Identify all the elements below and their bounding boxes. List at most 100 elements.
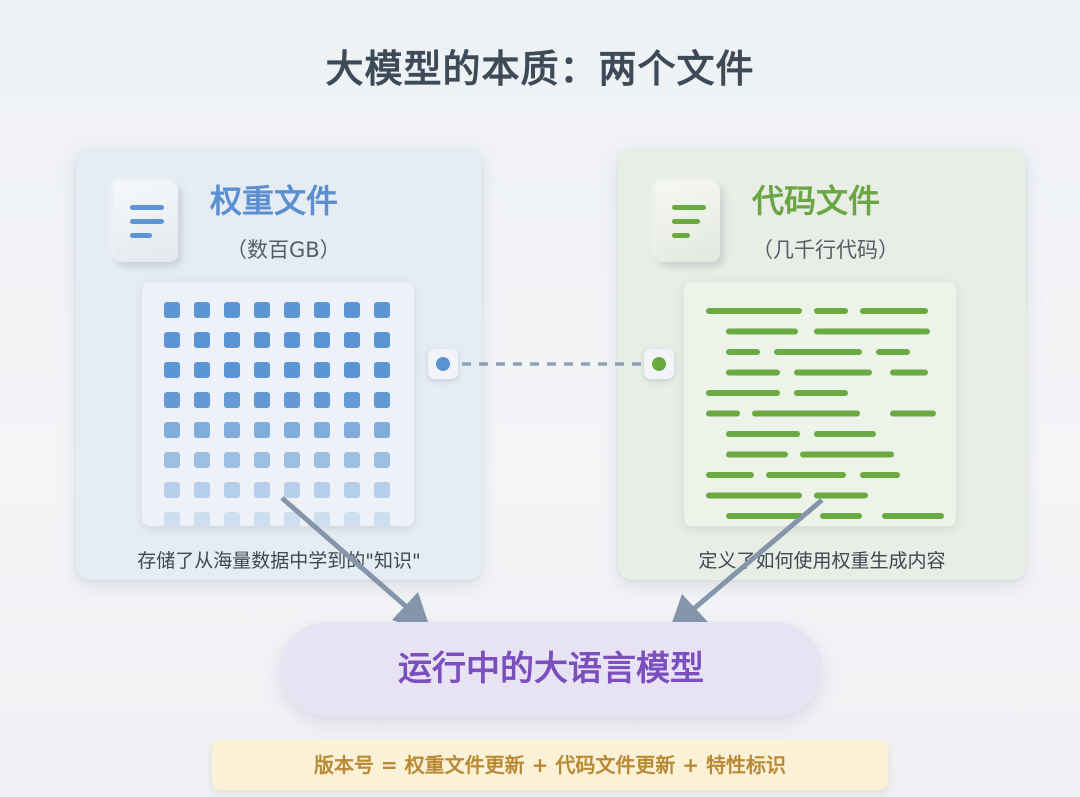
code-line xyxy=(860,472,900,478)
code-line xyxy=(726,369,780,376)
weight-cell xyxy=(284,512,300,526)
code-line xyxy=(726,451,788,458)
weights-file-caption: 存储了从海量数据中学到的"知识" xyxy=(137,550,421,572)
code-lines-panel xyxy=(684,282,956,526)
weight-cell xyxy=(194,362,210,378)
weight-cell xyxy=(314,512,330,526)
weight-cell xyxy=(284,392,300,408)
weight-cell xyxy=(164,422,180,438)
weight-cell xyxy=(164,302,180,318)
weight-cell xyxy=(254,392,270,408)
weight-cell xyxy=(254,482,270,498)
code-line xyxy=(860,308,928,314)
weight-cell xyxy=(194,302,210,318)
code-line xyxy=(794,369,872,376)
code-line xyxy=(814,492,868,499)
weight-cell xyxy=(344,512,360,526)
weight-cell xyxy=(284,332,300,348)
weight-cell xyxy=(254,512,270,526)
code-line xyxy=(766,472,846,478)
weight-cell xyxy=(374,302,390,318)
page-title: 大模型的本质：两个文件 xyxy=(325,47,755,91)
weight-cell xyxy=(374,392,390,408)
weight-cell xyxy=(254,362,270,378)
code-line xyxy=(726,328,798,335)
weight-cell xyxy=(224,512,240,526)
code-line xyxy=(820,513,862,519)
weight-cell xyxy=(194,332,210,348)
document-lines-icon xyxy=(656,182,720,262)
weight-cell xyxy=(284,452,300,468)
code-line xyxy=(726,349,760,355)
code-file-caption: 定义了如何使用权重生成内容 xyxy=(698,550,946,572)
weight-cell xyxy=(284,422,300,438)
weight-cell xyxy=(164,482,180,498)
weight-cell xyxy=(194,422,210,438)
weight-cell xyxy=(224,302,240,318)
weight-cell xyxy=(224,392,240,408)
code-line xyxy=(726,513,804,519)
weight-cell xyxy=(344,452,360,468)
weights-file-subtitle: （数百GB） xyxy=(226,238,341,262)
code-line xyxy=(706,472,754,478)
code-line xyxy=(876,349,910,355)
code-line xyxy=(814,328,930,335)
weight-cell xyxy=(314,392,330,408)
weight-cell xyxy=(164,512,180,526)
weight-cell xyxy=(284,302,300,318)
weight-cell xyxy=(374,332,390,348)
weight-cell xyxy=(344,332,360,348)
code-line xyxy=(890,410,936,417)
weight-cell xyxy=(194,512,210,526)
weight-cell xyxy=(374,362,390,378)
document-lines-icon xyxy=(114,182,178,262)
weight-cell xyxy=(374,452,390,468)
code-file-subtitle: （几千行代码） xyxy=(752,238,899,262)
weight-cell xyxy=(344,362,360,378)
weight-cell xyxy=(284,362,300,378)
weights-matrix xyxy=(142,282,414,526)
code-file-card: 代码文件 （几千行代码） 定义了如何使用权重生成内容 xyxy=(618,148,1026,580)
code-lines xyxy=(706,308,944,519)
code-line xyxy=(814,308,848,314)
weight-cell xyxy=(284,482,300,498)
weight-cell xyxy=(194,452,210,468)
weights-file-title: 权重文件 xyxy=(210,182,339,220)
weight-cell xyxy=(374,512,390,526)
code-line xyxy=(726,431,800,437)
weight-cell xyxy=(224,332,240,348)
weight-cell xyxy=(224,452,240,468)
code-line xyxy=(774,349,862,355)
weight-cell xyxy=(254,332,270,348)
weight-cell xyxy=(314,332,330,348)
weight-cell xyxy=(314,422,330,438)
weight-cell xyxy=(344,392,360,408)
connector-right-dot xyxy=(644,349,674,379)
weight-cell xyxy=(224,422,240,438)
weight-cell xyxy=(314,452,330,468)
weight-cell xyxy=(224,362,240,378)
weight-cell xyxy=(194,392,210,408)
weight-cell xyxy=(194,482,210,498)
connector-left-dot xyxy=(428,349,458,379)
weight-cell xyxy=(254,302,270,318)
weight-cell xyxy=(254,422,270,438)
weight-cell xyxy=(164,452,180,468)
code-line xyxy=(890,369,928,376)
code-line xyxy=(706,492,802,499)
version-formula: 版本号 = 权重文件更新 + 代码文件更新 + 特性标识 xyxy=(212,740,888,790)
weight-cell xyxy=(164,362,180,378)
weight-cell xyxy=(254,452,270,468)
code-line xyxy=(794,390,848,396)
weight-cell xyxy=(314,362,330,378)
weight-cell xyxy=(164,332,180,348)
code-line xyxy=(752,410,860,417)
code-line xyxy=(706,308,802,314)
weight-cell xyxy=(374,482,390,498)
weight-cell xyxy=(314,302,330,318)
weight-cell xyxy=(344,302,360,318)
code-line xyxy=(882,513,944,519)
weights-file-card: 权重文件 （数百GB） 存储了从海量数据中学到的"知识" xyxy=(76,148,482,580)
weight-cell xyxy=(374,422,390,438)
code-file-title: 代码文件 xyxy=(752,182,881,220)
